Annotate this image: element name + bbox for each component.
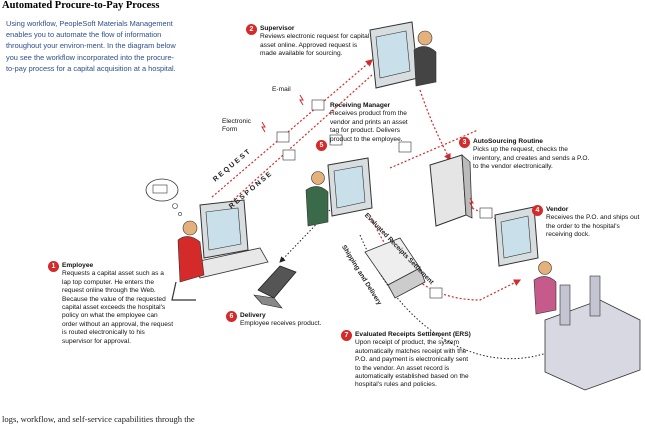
step-6-delivery: Delivery Employee receives product.	[240, 312, 350, 329]
step-3-title: AutoSourcing Routine	[473, 138, 543, 145]
employee-workstation	[171, 199, 269, 301]
step-1-employee: Employee Requests a capital asset such a…	[62, 262, 174, 346]
step-5-badge: 5	[316, 140, 327, 151]
step-7-ers: Evaluated Receipts Settlement (ERS) Upon…	[355, 331, 473, 390]
footer-text: logs, workflow, and self-service capabil…	[2, 414, 195, 424]
step-3-text: Picks up the request, checks the invento…	[473, 146, 590, 171]
step-7-badge: 7	[341, 330, 352, 341]
step-4-vendor: Vendor Receives the P.O. and ships out t…	[546, 206, 644, 240]
receiving-workstation	[305, 157, 373, 227]
vendor-factory	[544, 275, 641, 391]
diagram-title: Automated Procure-to-Pay Process	[2, 0, 160, 11]
step-5-text: Receives product from the vendor and pri…	[330, 110, 408, 143]
vendor-workstation	[494, 206, 557, 315]
step-7-title: Evaluated Receipts Settlement (ERS)	[355, 331, 471, 338]
response-flow-line	[221, 74, 373, 211]
delivery-truck	[364, 237, 426, 299]
step-2-title: Supervisor	[260, 25, 295, 32]
autosourcing-server	[429, 154, 473, 227]
step-6-title: Delivery	[240, 312, 266, 319]
step-7-text: Upon receipt of product, the system auto…	[355, 339, 469, 389]
step-1-text: Requests a capital asset such as a lap t…	[62, 270, 174, 345]
step-6-text: Employee receives product.	[240, 320, 322, 328]
shipping-flow-line	[359, 234, 556, 360]
step-4-badge: 4	[532, 205, 543, 216]
step-6-badge: 6	[226, 311, 237, 322]
email-label: E-mail	[272, 86, 291, 93]
sourcing-flow-line	[419, 89, 451, 162]
step-1-title: Employee	[62, 262, 94, 269]
request-flow-line	[211, 59, 373, 198]
delivered-laptop	[253, 265, 297, 309]
step-4-title: Vendor	[546, 206, 569, 213]
thought-bubble	[145, 178, 182, 216]
supervisor-workstation	[369, 21, 437, 89]
step-3-autosourcing: AutoSourcing Routine Picks up the reques…	[473, 138, 593, 172]
email-form-icons	[261, 94, 493, 299]
step-5-title: Receiving Manager	[330, 102, 391, 109]
intro-paragraph: Using workflow, PeopleSoft Materials Man…	[6, 19, 176, 73]
step-5-receiving: Receiving Manager Receives product from …	[330, 102, 414, 144]
step-3-badge: 3	[459, 137, 470, 148]
step-2-text: Reviews electronic request for capital a…	[260, 33, 370, 58]
step-1-badge: 1	[48, 261, 59, 272]
delivery-flow-line	[279, 209, 331, 263]
electronic-form-label: Electronic Form	[222, 118, 251, 133]
step-4-text: Receives the P.O. and ships out the orde…	[546, 214, 640, 239]
step-2-supervisor: Supervisor Reviews electronic request fo…	[260, 25, 370, 59]
step-2-badge: 2	[246, 24, 257, 35]
